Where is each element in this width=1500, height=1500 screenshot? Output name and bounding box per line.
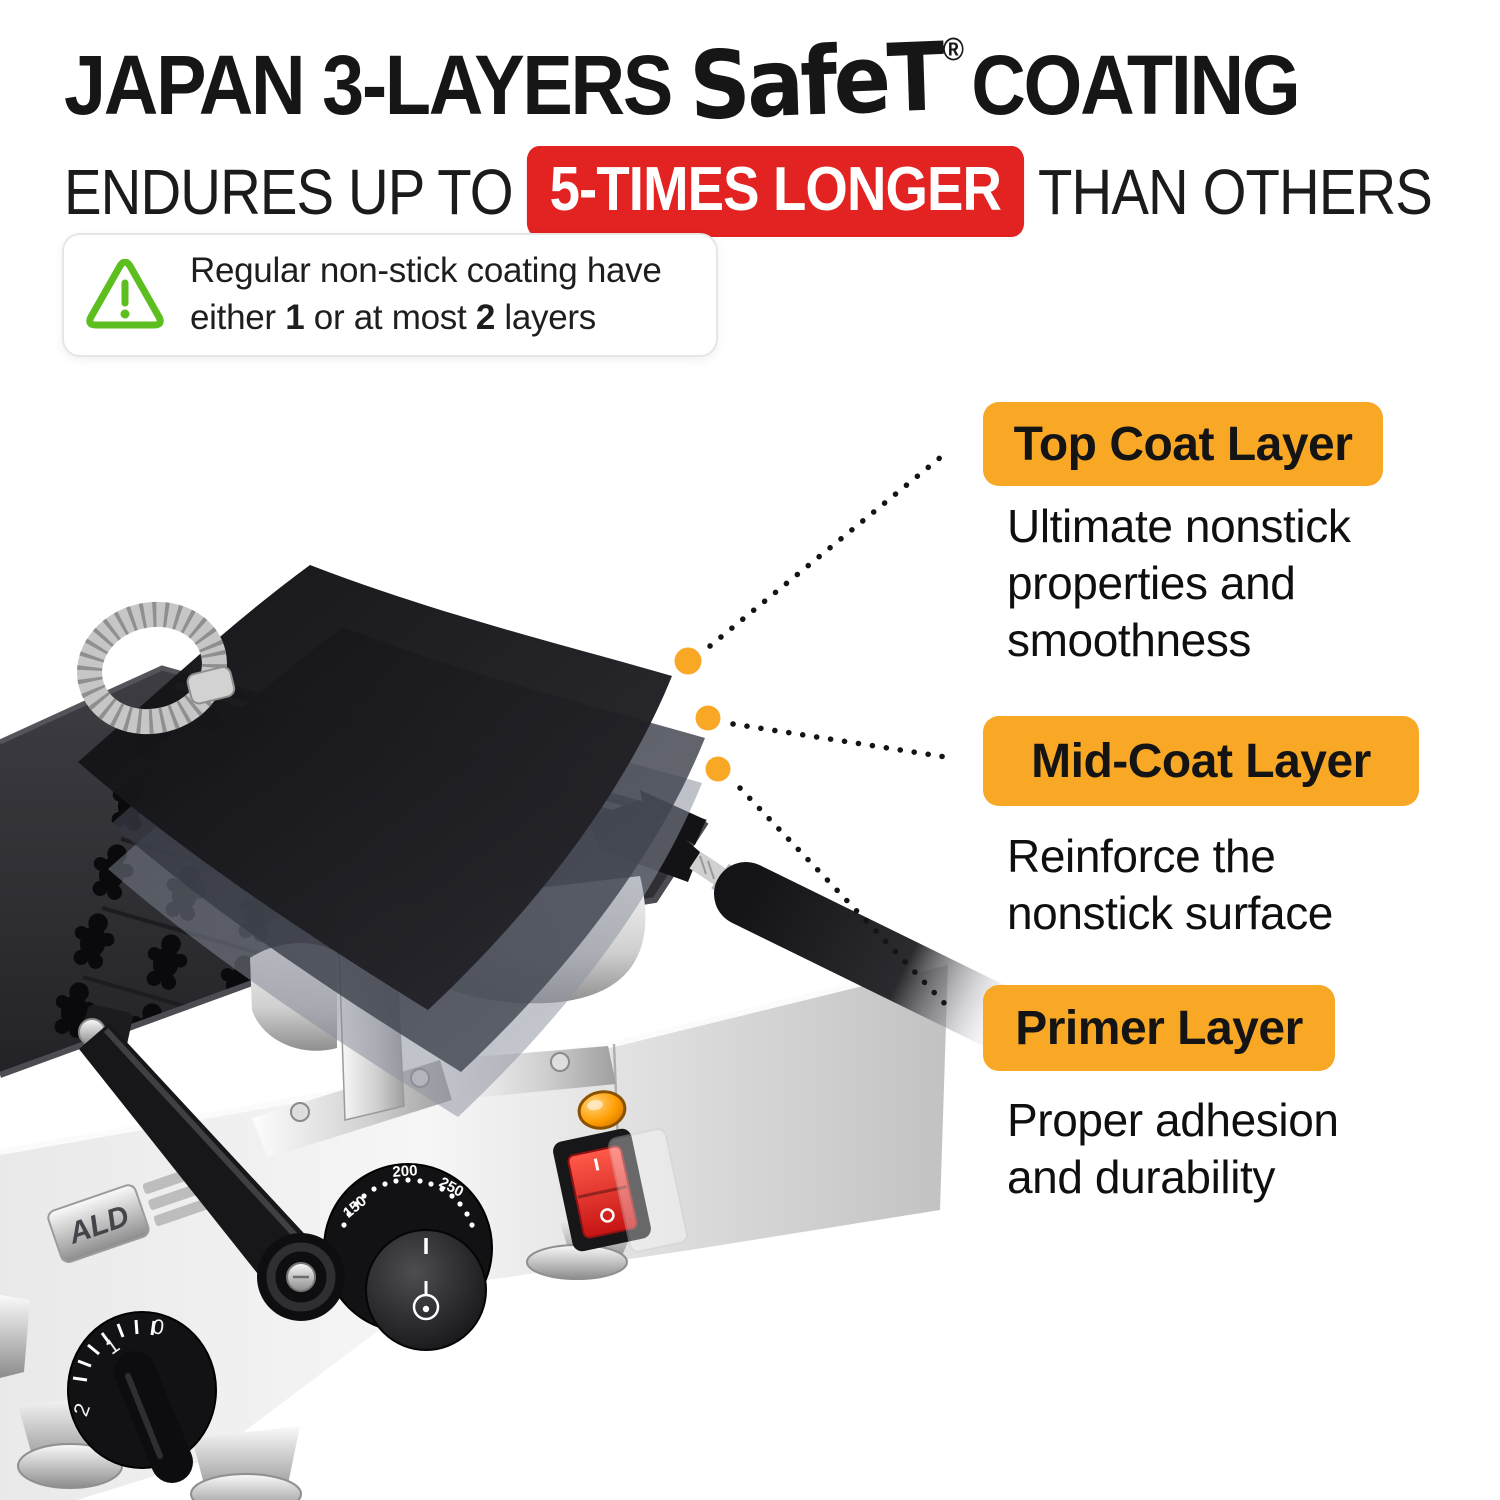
temperature-dial[interactable]: 150 200 250 (323, 1162, 493, 1351)
subtitle: ENDURES UP TO 5-TIMES LONGER THAN OTHERS (64, 146, 1433, 237)
primer-marker-dot (705, 756, 731, 782)
top-coat-marker-dot (674, 647, 702, 675)
warning-text: Regular non-stick coating have either 1 … (190, 251, 662, 337)
coating-layers (78, 565, 705, 1117)
mid-coat-marker-dot (695, 705, 721, 731)
subtitle-suffix: THAN OTHERS (1038, 155, 1433, 228)
leader-lines (707, 449, 955, 1009)
warning-triangle-icon (86, 259, 164, 329)
temp-label-200: 200 (392, 1162, 418, 1181)
machine-feet (0, 1214, 640, 1500)
title-prefix: JAPAN 3-LAYERS (64, 38, 673, 132)
power-switch[interactable] (551, 1120, 689, 1265)
timer-dial[interactable]: 0 1 2 (67, 1311, 217, 1483)
layer-markers (674, 647, 731, 782)
warning-line1: Regular non-stick coating have (190, 251, 662, 291)
callout-badge-top-coat: Top Coat Layer (983, 402, 1383, 486)
title-suffix: COATING (971, 38, 1300, 132)
callout-desc-top-coat: Ultimate nonstick properties and smoothn… (1007, 500, 1351, 666)
registered-trademark: ® (942, 31, 965, 67)
callout-desc-mid-coat: Reinforce the nonstick surface (1007, 830, 1333, 939)
subtitle-prefix: ENDURES UP TO (64, 155, 514, 228)
indicator-lamp (577, 1090, 627, 1130)
timer-label-0: 0 (151, 1315, 166, 1339)
callout-desc-primer: Proper adhesion and durability (1007, 1094, 1339, 1203)
timer-lever (114, 1351, 193, 1483)
brand-logo: SafeT (687, 23, 943, 142)
subtitle-highlight-badge: 5-TIMES LONGER (526, 146, 1024, 237)
left-handle[interactable] (78, 1004, 345, 1321)
hose-coil (77, 601, 236, 735)
callout-badge-primer: Primer Layer (983, 985, 1335, 1071)
page-title: JAPAN 3-LAYERS SafeT ® COATING (64, 23, 1301, 142)
warning-card: Regular non-stick coating have either 1 … (62, 233, 718, 357)
switch-cover (608, 1128, 689, 1253)
callout-badge-mid-coat: Mid-Coat Layer (983, 716, 1419, 806)
leader-line-top-coat (707, 449, 950, 649)
leader-line-mid-coat (730, 721, 955, 761)
